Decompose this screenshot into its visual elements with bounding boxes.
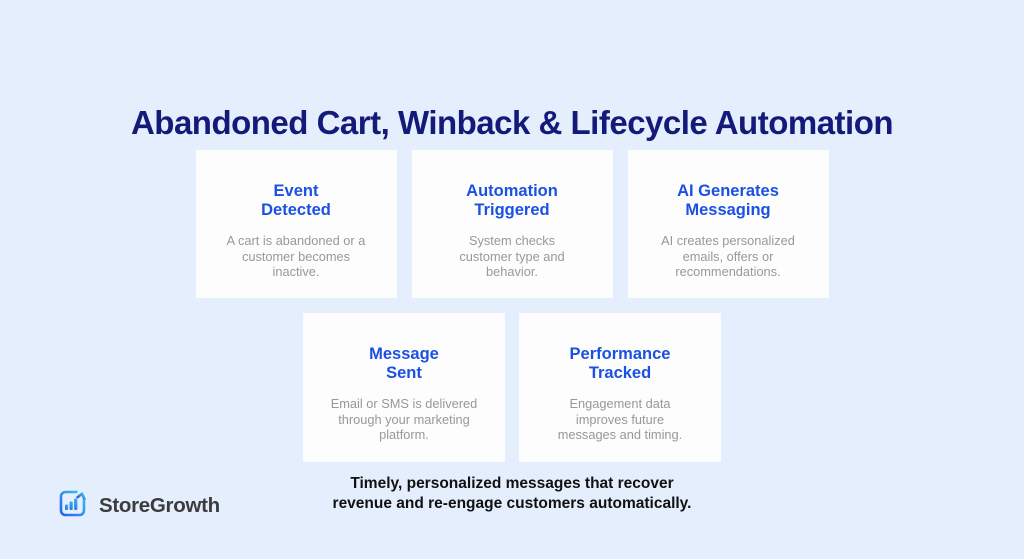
card-event-detected: Event Detected A cart is abandoned or a … [195,150,397,298]
card-title: Automation Triggered [466,182,558,220]
card-body: Engagement data improves future messages… [557,396,683,443]
card-row-bottom: Message Sent Email or SMS is delivered t… [0,313,1024,462]
card-row-top: Event Detected A cart is abandoned or a … [0,150,1024,298]
card-title: Performance Tracked [569,345,671,383]
bar-chart-growth-icon [56,486,90,525]
card-body: AI creates personalized emails, offers o… [661,233,795,280]
page-title: Abandoned Cart, Winback & Lifecycle Auto… [130,104,894,142]
card-body: System checks customer type and behavior… [459,233,565,280]
card-title: Event Detected [261,182,331,220]
card-message-sent: Message Sent Email or SMS is delivered t… [303,313,505,462]
card-body: Email or SMS is delivered through your m… [330,396,478,443]
storegrowth-wordmark: StoreGrowth [99,493,220,517]
card-body: A cart is abandoned or a customer become… [226,233,366,280]
card-title: Message Sent [369,345,439,383]
card-automation-triggered: Automation Triggered System checks custo… [411,150,613,298]
storegrowth-logo: StoreGrowth [56,486,220,525]
card-ai-generates-messaging: AI Generates Messaging AI creates person… [627,150,829,298]
footer-summary: Timely, personalized messages that recov… [332,475,692,513]
card-title: AI Generates Messaging [677,182,779,220]
card-performance-tracked: Performance Tracked Engagement data impr… [519,313,721,462]
